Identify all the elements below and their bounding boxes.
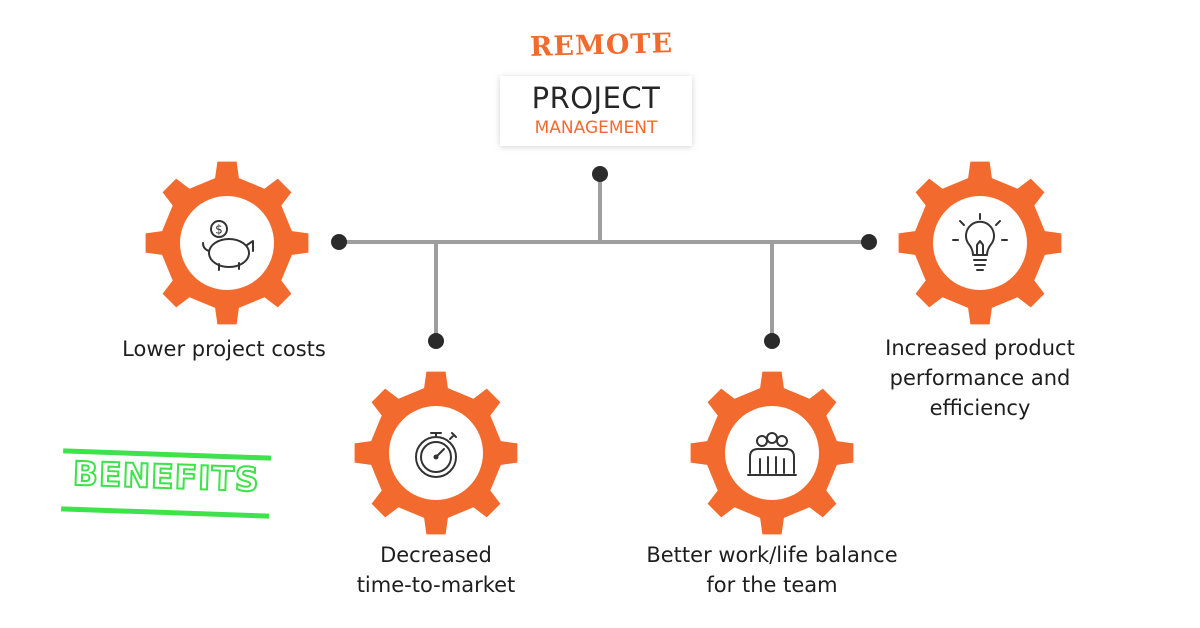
caption-work-life-balance: Better work/life balance for the team <box>622 540 922 600</box>
stamp-label: BENEFITS <box>71 453 261 501</box>
coin <box>210 220 228 238</box>
person-head <box>776 435 788 447</box>
caption-decreased-time-to-market: Decreased time-to-market <box>316 540 556 600</box>
header-box: PROJECT MANAGEMENT <box>500 76 692 146</box>
connector-dot <box>428 333 444 349</box>
caption-line: for the team <box>706 573 838 597</box>
benefits-stamp: BENEFITS <box>61 448 272 521</box>
caption-line: Increased product <box>885 336 1075 360</box>
piggy-bank-icon: $ <box>202 220 254 271</box>
piggy-body <box>208 238 250 268</box>
piggy-legs <box>218 240 254 271</box>
connector-dot <box>331 234 347 250</box>
connector-dot <box>861 234 877 250</box>
gear-3 <box>690 371 854 535</box>
coin-symbol: $ <box>215 223 223 237</box>
connector-lines <box>331 166 877 349</box>
caption-line: performance and <box>889 366 1071 390</box>
piggy-tail <box>202 242 210 252</box>
connector-dot <box>764 333 780 349</box>
gear-1: $ <box>145 161 309 325</box>
header-tag: REMOTE <box>529 28 674 63</box>
watch-crown <box>430 432 457 440</box>
team-shoulders <box>749 448 795 474</box>
caption-line: Decreased <box>380 543 492 567</box>
caption-line: Better work/life balance <box>646 543 898 567</box>
gear-4 <box>898 161 1062 325</box>
bulb-filament <box>976 240 984 256</box>
bulb-base <box>973 259 987 271</box>
gear-2 <box>354 371 518 535</box>
team-icon <box>747 432 797 476</box>
gear-hole <box>180 196 274 290</box>
watch-inner <box>420 441 452 473</box>
gear-hole <box>725 406 819 500</box>
watch-pivot <box>433 454 439 460</box>
page-subtitle: MANAGEMENT <box>534 118 658 138</box>
gear-group: $ <box>145 161 1062 535</box>
connector-dot <box>592 166 608 182</box>
caption-lower-project-costs: Lower project costs <box>88 334 360 364</box>
lightbulb-icon <box>952 213 1008 271</box>
stopwatch-icon <box>415 432 457 478</box>
caption-line: time-to-market <box>356 573 516 597</box>
bulb-glass <box>965 220 995 256</box>
gear-hole <box>389 406 483 500</box>
team-bodies <box>759 456 785 474</box>
caption-line: efficiency <box>929 396 1031 420</box>
caption-increased-performance: Increased product performance and effici… <box>860 333 1100 423</box>
caption-line: Lower project costs <box>122 337 326 361</box>
bulb-rays <box>952 213 1008 241</box>
page-title: PROJECT <box>531 81 661 115</box>
gear-hole <box>933 196 1027 290</box>
